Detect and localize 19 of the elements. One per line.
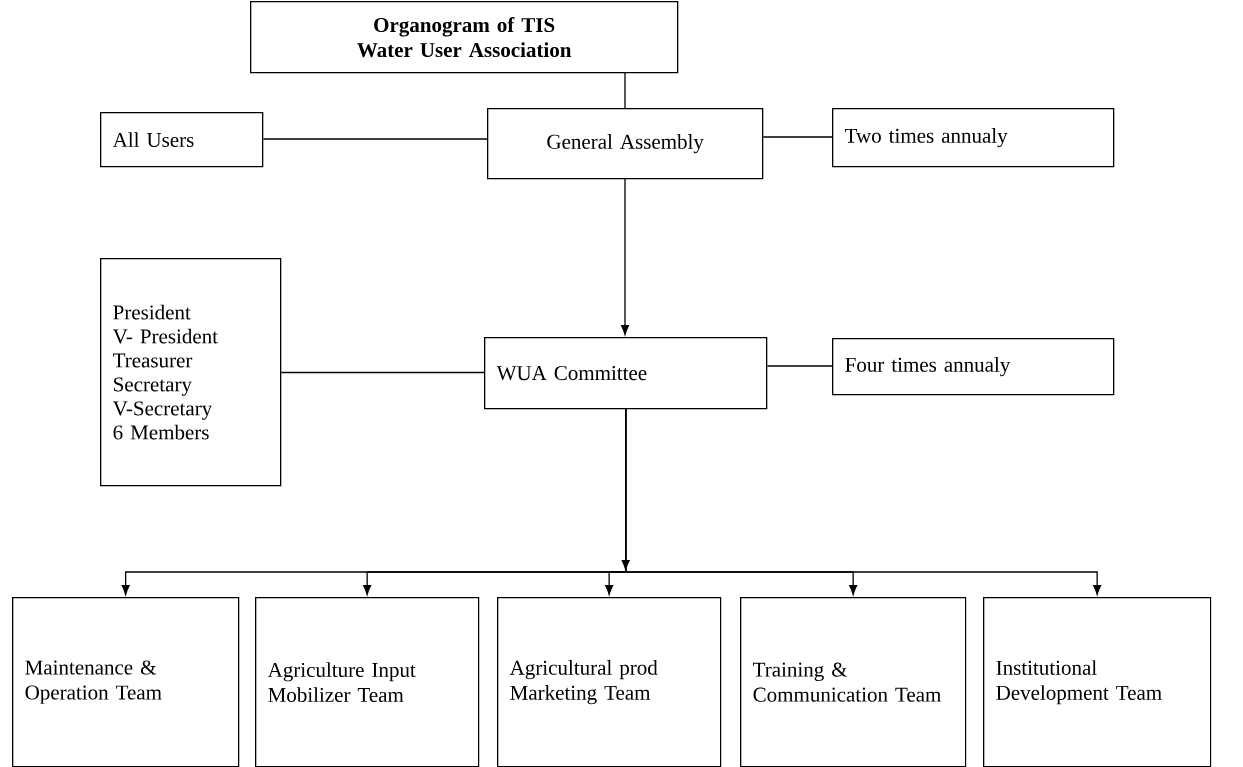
- connector-line: [766, 365, 833, 367]
- frequency-box: Two times annualy: [832, 108, 1115, 168]
- title-box: Organogram of TIS Water User Association: [250, 1, 679, 74]
- officer-list-box: President V- President Treasurer Secretary V-Secretary 6 Members: [100, 258, 282, 487]
- assembly-box: General Assembly: [487, 108, 764, 180]
- arrow: [621, 177, 629, 335]
- connector-line: [624, 71, 626, 109]
- connector-line: [280, 371, 485, 374]
- connector-line: [762, 136, 833, 138]
- member-box: All Users: [100, 112, 264, 168]
- frequency-box: Four times annualy: [832, 338, 1115, 396]
- team-box: Maintenance & Operation Team: [12, 597, 240, 767]
- connector-line: [262, 138, 488, 140]
- arrow: [625, 408, 1102, 595]
- committee-box: WUA Committee: [484, 337, 768, 410]
- team-box: Agricultural prod Marketing Team: [497, 597, 722, 767]
- team-box: Training & Communication Team: [740, 597, 967, 767]
- team-box: Institutional Development Team: [983, 597, 1212, 767]
- team-box: Agriculture Input Mobilizer Team: [255, 597, 480, 767]
